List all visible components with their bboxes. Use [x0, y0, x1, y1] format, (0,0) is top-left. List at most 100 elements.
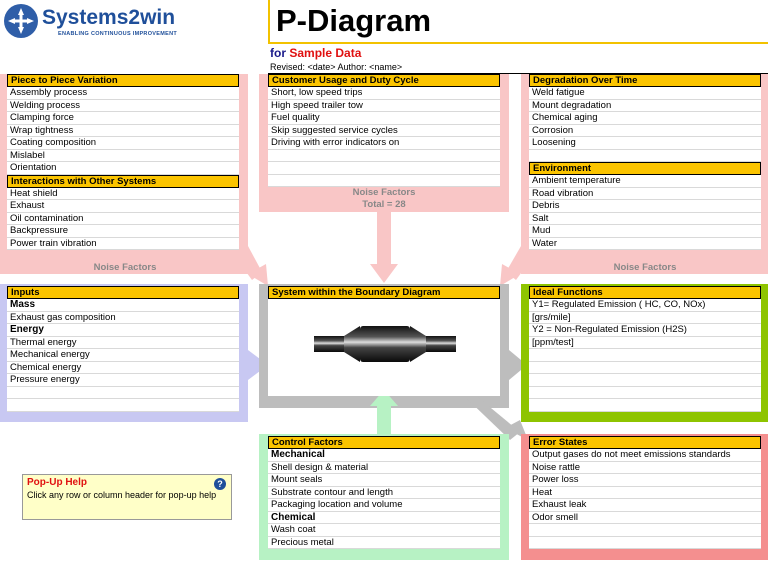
list-row[interactable]: Salt: [529, 213, 761, 225]
list-row[interactable]: [529, 537, 761, 549]
noise-label-center: Noise Factors: [352, 187, 416, 198]
list-row[interactable]: High speed trailer tow: [268, 100, 500, 112]
logo-area: Systems2win ENABLING CONTINUOUS IMPROVEM…: [0, 0, 268, 44]
list-row-group[interactable]: Energy: [7, 324, 239, 337]
logo-tagline: ENABLING CONTINUOUS IMPROVEMENT: [58, 31, 177, 37]
noise-total: Total = 28: [362, 199, 406, 210]
list-row[interactable]: Thermal energy: [7, 337, 239, 349]
list-row-group[interactable]: Mass: [7, 299, 239, 312]
list-row[interactable]: Chemical energy: [7, 362, 239, 374]
list-row[interactable]: Clamping force: [7, 112, 239, 125]
list-row[interactable]: Mud: [529, 225, 761, 238]
list-row[interactable]: Pressure energy: [7, 374, 239, 387]
piece-to-piece-box: Piece to Piece Variation Assembly proces…: [7, 74, 239, 250]
list-row[interactable]: [268, 150, 500, 162]
list-row[interactable]: Mount degradation: [529, 100, 761, 112]
list-row[interactable]: Odor smell: [529, 512, 761, 524]
list-row[interactable]: [529, 150, 761, 162]
ideal-arrowhead: [509, 350, 527, 380]
title-box: [268, 0, 768, 44]
list-row[interactable]: Output gases do not meet emissions stand…: [529, 449, 761, 462]
list-row[interactable]: [7, 399, 239, 412]
for-line: for Sample Data: [270, 46, 361, 60]
list-row[interactable]: Power train vibration: [7, 238, 239, 250]
control-arrowhead: [370, 390, 398, 406]
list-row[interactable]: [268, 175, 500, 187]
list-row[interactable]: Y1= Regulated Emission ( HC, CO, NOx): [529, 299, 761, 312]
list-row[interactable]: Noise rattle: [529, 462, 761, 474]
help-icon[interactable]: ?: [214, 478, 226, 490]
list-row[interactable]: Weld fatigue: [529, 87, 761, 100]
list-row[interactable]: Orientation: [7, 162, 239, 175]
left-noise-arrowhead: [248, 264, 268, 286]
list-row[interactable]: Chemical aging: [529, 112, 761, 125]
list-row[interactable]: Fuel quality: [268, 112, 500, 125]
list-row[interactable]: Backpressure: [7, 225, 239, 238]
list-row[interactable]: Wrap tightness: [7, 125, 239, 137]
list-row-group[interactable]: Mechanical: [268, 449, 500, 462]
list-row[interactable]: Substrate contour and length: [268, 487, 500, 499]
piece-to-piece-header[interactable]: Piece to Piece Variation: [7, 74, 239, 87]
environment-header[interactable]: Environment: [529, 162, 761, 175]
list-row[interactable]: [529, 362, 761, 374]
customer-usage-header[interactable]: Customer Usage and Duty Cycle: [268, 74, 500, 87]
list-row[interactable]: Skip suggested service cycles: [268, 125, 500, 137]
ideal-functions-header[interactable]: Ideal Functions: [529, 286, 761, 299]
list-row[interactable]: Packaging location and volume: [268, 499, 500, 512]
list-row[interactable]: Power loss: [529, 474, 761, 487]
popup-help[interactable]: Pop-Up Help Click any row or column head…: [22, 474, 232, 520]
list-row[interactable]: [268, 162, 500, 175]
list-row[interactable]: Exhaust: [7, 200, 239, 213]
list-row[interactable]: [grs/mile]: [529, 312, 761, 324]
list-row[interactable]: [529, 524, 761, 537]
list-row[interactable]: Mislabel: [7, 150, 239, 162]
inputs-header[interactable]: Inputs: [7, 286, 239, 299]
list-row[interactable]: Y2 = Non-Regulated Emission (H2S): [529, 324, 761, 337]
system-header[interactable]: System within the Boundary Diagram: [268, 286, 500, 299]
list-row[interactable]: Assembly process: [7, 87, 239, 100]
degradation-header[interactable]: Degradation Over Time: [529, 74, 761, 87]
interactions-header[interactable]: Interactions with Other Systems: [7, 174, 239, 188]
error-states-box: Error States Output gases do not meet em…: [529, 436, 761, 549]
noise-label-left: Noise Factors: [93, 262, 157, 273]
list-row[interactable]: Shell design & material: [268, 462, 500, 474]
list-row[interactable]: Loosening: [529, 137, 761, 150]
for-name[interactable]: Sample Data: [289, 46, 362, 60]
list-row[interactable]: Welding process: [7, 100, 239, 112]
list-row[interactable]: Ambient temperature: [529, 175, 761, 188]
list-row[interactable]: Driving with error indicators on: [268, 137, 500, 150]
list-row[interactable]: Mount seals: [268, 474, 500, 487]
popup-help-text: Click any row or column header for pop-u…: [27, 490, 217, 500]
list-row[interactable]: [529, 349, 761, 362]
list-row[interactable]: Exhaust leak: [529, 499, 761, 512]
list-row[interactable]: Oil contamination: [7, 213, 239, 225]
list-row-group[interactable]: Chemical: [268, 512, 500, 524]
list-row[interactable]: Wash coat: [268, 524, 500, 537]
list-row[interactable]: Mechanical energy: [7, 349, 239, 362]
list-row[interactable]: Debris: [529, 200, 761, 213]
list-row[interactable]: [529, 399, 761, 412]
list-row[interactable]: [7, 387, 239, 399]
list-row[interactable]: Heat shield: [7, 188, 239, 200]
list-row[interactable]: Precious metal: [268, 537, 500, 549]
list-row[interactable]: Corrosion: [529, 125, 761, 137]
header-divider: [268, 73, 768, 74]
list-row[interactable]: [529, 387, 761, 399]
customer-usage-box: Customer Usage and Duty Cycle Short, low…: [268, 74, 500, 187]
list-row[interactable]: Road vibration: [529, 188, 761, 200]
control-factors-header[interactable]: Control Factors: [268, 436, 500, 449]
list-row[interactable]: Short, low speed trips: [268, 87, 500, 100]
error-states-header[interactable]: Error States: [529, 436, 761, 449]
list-row[interactable]: [ppm/test]: [529, 337, 761, 349]
system-box: System within the Boundary Diagram: [268, 286, 500, 396]
list-row[interactable]: [529, 374, 761, 387]
list-row[interactable]: Heat: [529, 487, 761, 499]
list-row[interactable]: Water: [529, 238, 761, 250]
list-row[interactable]: Exhaust gas composition: [7, 312, 239, 324]
list-row[interactable]: Coating composition: [7, 137, 239, 150]
